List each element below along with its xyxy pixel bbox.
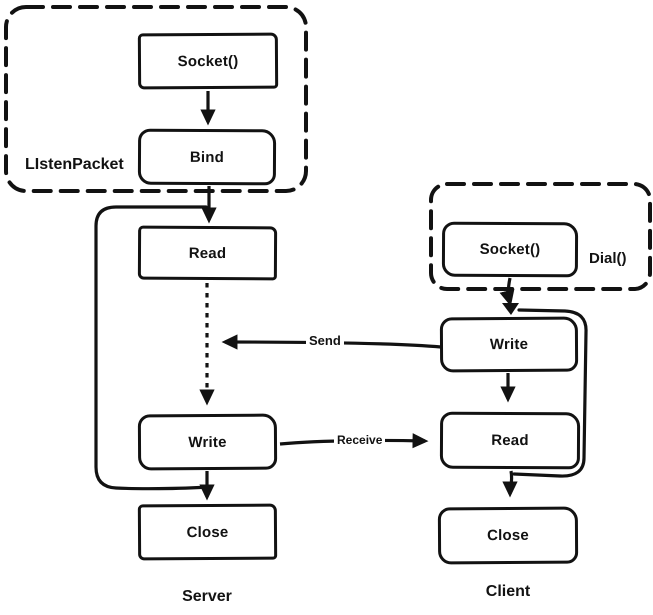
dial-group-label: Dial(): [589, 250, 627, 267]
edge-client-socket-write: [499, 277, 515, 307]
send-edge-label: Send: [306, 333, 344, 349]
dial-group-border: [429, 182, 652, 291]
receive-edge-label: Receive: [334, 433, 386, 448]
node-server-read: Read: [137, 225, 278, 281]
client-write-arrowhead-blob: [502, 303, 519, 315]
node-server-bind: Bind: [137, 128, 277, 186]
edge-send: [221, 334, 442, 350]
node-client-write: Write: [439, 316, 579, 373]
node-server-socket: Socket(): [137, 32, 279, 90]
node-server-write: Write: [137, 413, 278, 471]
edge-client-loop: [512, 308, 588, 478]
node-client-read: Read: [439, 411, 581, 470]
edge-client-read-close: [502, 470, 518, 498]
client-column-label: Client: [485, 583, 531, 600]
listenpacket-group-border: [4, 5, 308, 193]
node-client-close: Close: [437, 506, 579, 565]
edge-server-loop: [94, 205, 209, 491]
node-server-close: Close: [137, 503, 278, 561]
listenpacket-group-label: LIstenPacket: [25, 156, 124, 173]
server-column-label: Server: [182, 588, 232, 605]
node-client-socket: Socket(): [441, 221, 579, 278]
